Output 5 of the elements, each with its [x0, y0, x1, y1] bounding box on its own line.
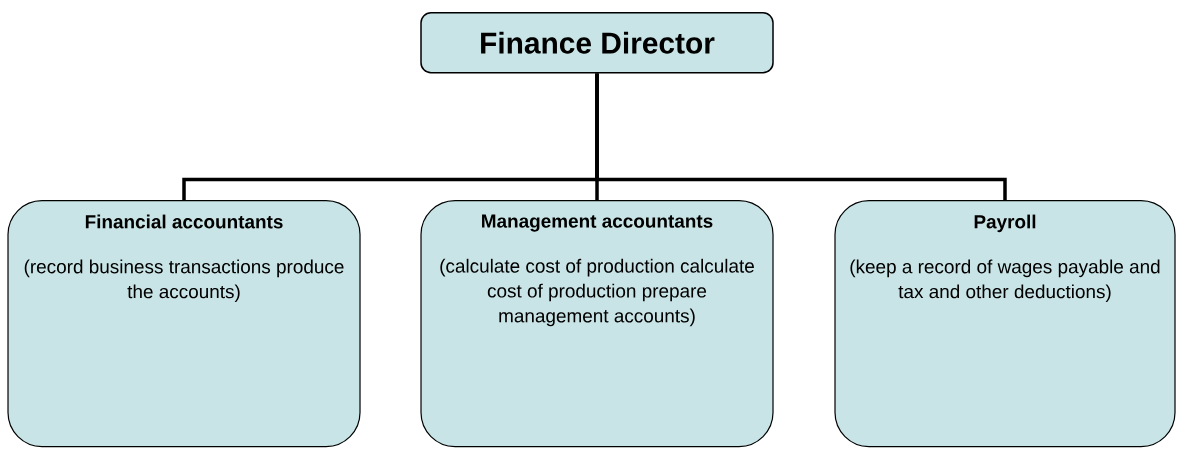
department-box: Financial accountants (record business transactions produce the accounts) [7, 200, 361, 448]
connector-line [595, 73, 1007, 200]
department-box: Payroll (keep a record of wages payable and tax and other deductions) [834, 200, 1176, 448]
title-box: Finance Director [420, 12, 774, 74]
department-box: Management accountants (calculate cost of production calculate cost of production prepare management accounts) [420, 200, 774, 448]
